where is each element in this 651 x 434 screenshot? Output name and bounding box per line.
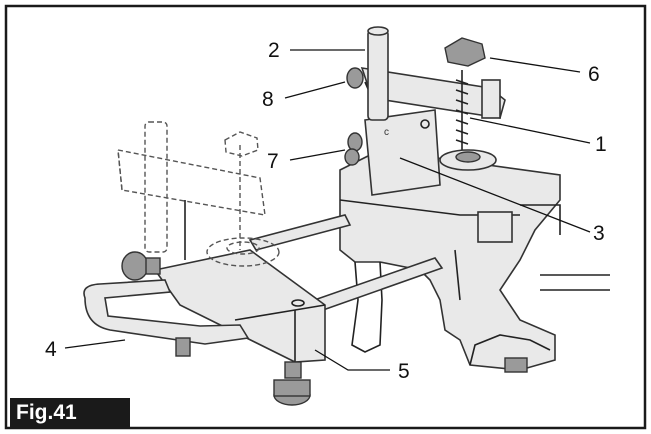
vertical-post — [367, 26, 389, 121]
callout-7: 7 — [267, 150, 279, 173]
callout-4: 4 — [45, 338, 57, 361]
side-knob-upper — [346, 67, 364, 89]
leader-lines — [64, 49, 591, 371]
alternate-position-ghost — [117, 121, 280, 267]
handle-bar — [83, 279, 250, 357]
callout-8: 8 — [262, 88, 274, 111]
callout-1: 1 — [595, 133, 607, 156]
figure-label: Fig.41 — [10, 398, 130, 428]
callout-2: 2 — [268, 39, 280, 62]
callout-6: 6 — [588, 63, 600, 86]
clamp-arm — [360, 67, 506, 119]
base-casting — [339, 149, 610, 373]
sliding-block — [153, 249, 326, 406]
callout-3: 3 — [593, 222, 605, 245]
svg-text:c: c — [384, 127, 389, 138]
side-knob-lower — [344, 132, 363, 166]
callout-5: 5 — [398, 360, 410, 383]
block-knob — [121, 251, 161, 281]
clamp-screw — [439, 37, 497, 171]
figure-frame — [4, 4, 647, 430]
vertical-plate: c — [364, 109, 441, 196]
